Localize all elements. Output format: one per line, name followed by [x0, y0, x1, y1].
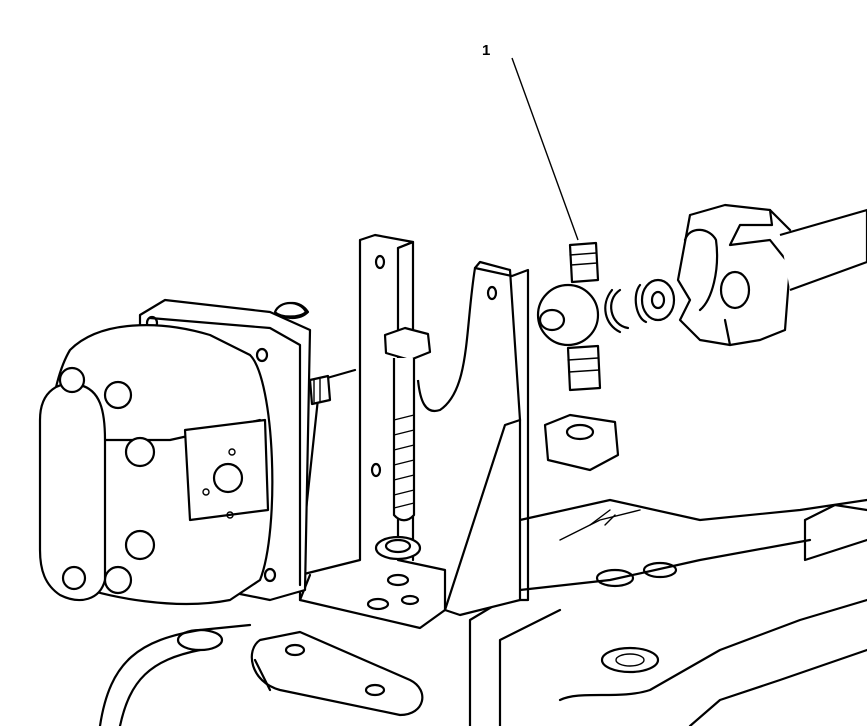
nut [543, 413, 620, 472]
gearbox-housing [98, 498, 867, 726]
link-plate [250, 630, 424, 717]
callout-leader-line [511, 57, 579, 241]
drive-shaft-yoke [676, 203, 867, 347]
bolt [374, 326, 432, 561]
woodruff-key [273, 301, 308, 318]
washer [634, 278, 676, 324]
hydraulic-pump [38, 298, 332, 606]
universal-joint-cross [536, 241, 630, 392]
callout-label: 1 [482, 42, 491, 59]
